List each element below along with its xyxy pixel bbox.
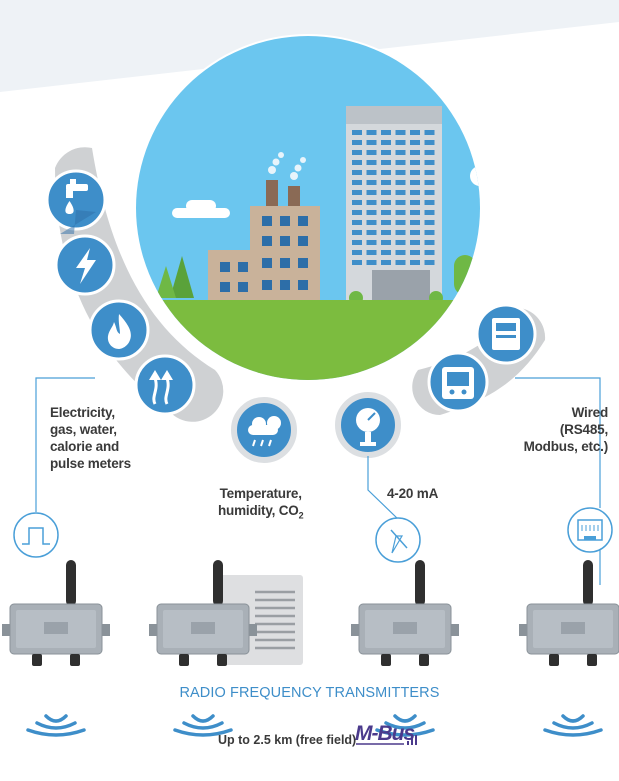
heat-arrows-icon: [134, 354, 196, 416]
transmitter-device: [2, 560, 110, 666]
temperature-label-line: humidity, CO2: [218, 502, 304, 525]
din-rail-meter-icon: [475, 303, 537, 365]
range-text: Up to 2.5 km (free field): [218, 733, 357, 747]
radio-wave-icon: [543, 714, 603, 737]
office-tower: [346, 106, 442, 306]
mbus-logo-mark: [407, 735, 417, 745]
wired-label: Wired (RS485, Modbus, etc.): [500, 404, 609, 455]
transmitter-device: [149, 560, 257, 666]
water-tap-icon: [45, 169, 107, 234]
transmitters-title: RADIO FREQUENCY TRANSMITTERS: [179, 685, 440, 701]
radio-wave-icon: [375, 714, 435, 737]
radio-waves: [26, 714, 603, 737]
temperature-label-line: Temperature,: [219, 486, 302, 501]
radio-wave-icon: [173, 714, 233, 737]
transmitter-device: [519, 560, 619, 666]
meters-label-line: pulse meters: [50, 456, 131, 471]
ethernet-port-icon: [567, 507, 613, 553]
flame-icon: [88, 299, 150, 361]
temperature-label: Temperature, humidity, CO2: [218, 485, 304, 525]
pulse-signal-icon: [13, 512, 59, 558]
meters-label: Electricity, gas, water, calorie and pul…: [50, 404, 131, 472]
mbus-logo: M-Bus: [355, 722, 415, 745]
analog-dial-icon: [375, 517, 421, 563]
lightning-icon: [54, 234, 116, 296]
pressure-gauge-icon: [335, 392, 401, 458]
weather-icon: [231, 397, 297, 463]
connector-lines: [35, 377, 601, 585]
meters-label-line: Electricity,: [50, 405, 115, 420]
wired-label-line: (RS485,: [559, 422, 608, 437]
analog-label: 4-20 mA: [387, 486, 439, 501]
wired-label-line: Wired: [571, 405, 609, 420]
display-meter-icon: [427, 351, 489, 413]
radio-wave-icon: [26, 714, 86, 737]
temperature-label-text: humidity, CO: [218, 503, 299, 518]
factory: [208, 152, 320, 306]
city-scene: [134, 34, 482, 382]
transmitter-device: [351, 560, 459, 666]
wired-label-line: Modbus, etc.): [523, 439, 609, 454]
co2-subscript: 2: [298, 510, 304, 521]
meters-label-line: calorie and: [50, 439, 120, 454]
meters-label-line: gas, water,: [50, 422, 117, 437]
transmitters: [2, 560, 619, 666]
